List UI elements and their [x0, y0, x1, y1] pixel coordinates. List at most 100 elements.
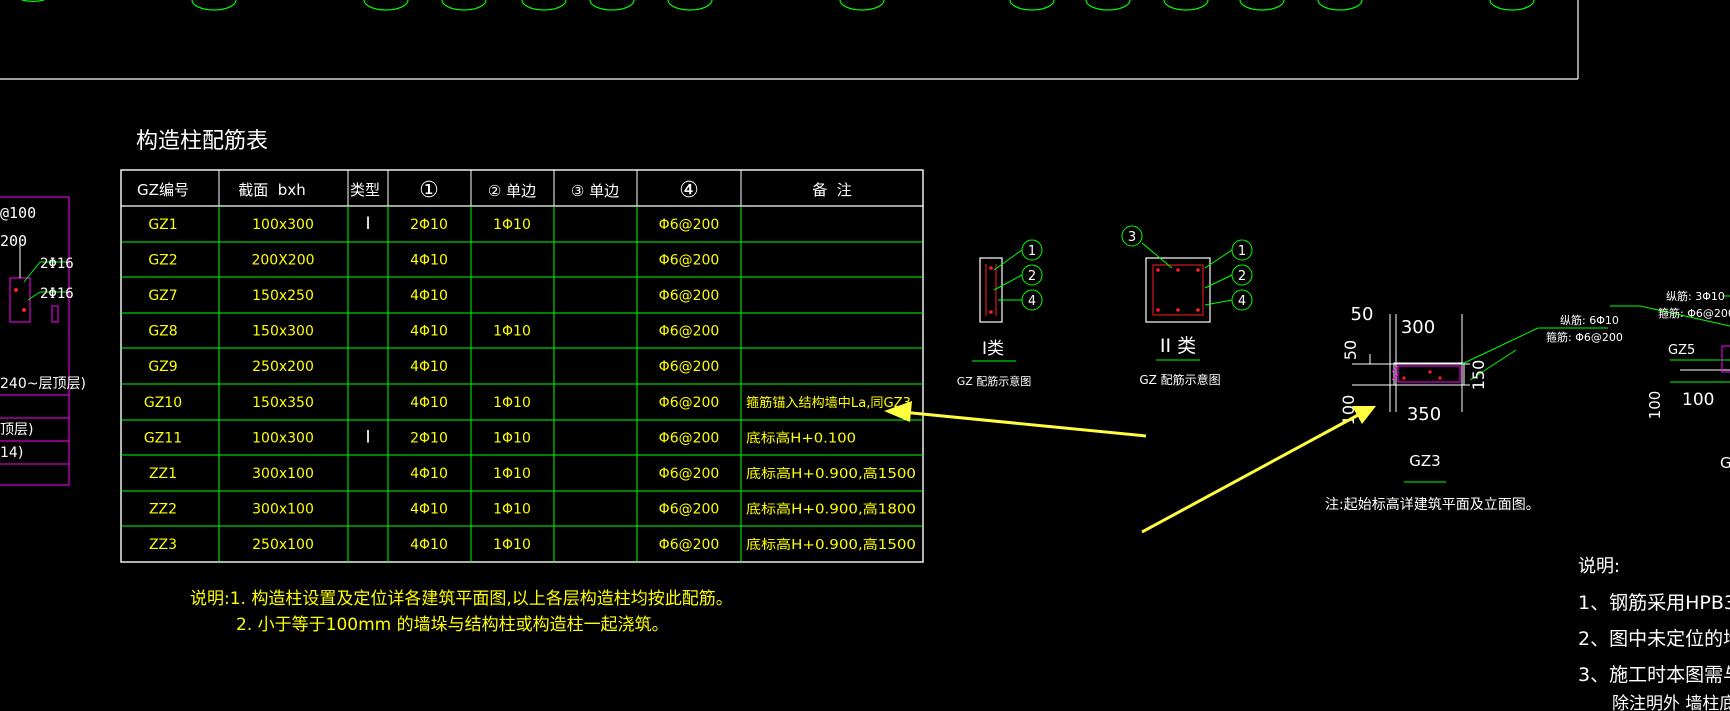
cell-section: 200X200	[251, 252, 314, 268]
cell-remark: 底标高H+0.900,高1800	[746, 502, 916, 518]
cell-rebar-1: 4Φ10	[410, 359, 448, 375]
cell-rebar-4: Φ6@200	[659, 359, 720, 375]
gz3-dim-50-top: 50	[1351, 304, 1374, 325]
cell-section: 100x300	[252, 217, 314, 233]
gz3-dim-300: 300	[1401, 317, 1435, 338]
cell-gz-no: GZ10	[144, 395, 182, 411]
rebar-table	[120, 169, 924, 563]
gz3-dim-50-left: 50	[1341, 340, 1360, 360]
cell-rebar-1: 2Φ10	[410, 217, 448, 233]
arrow-to-gz3	[1141, 412, 1361, 534]
cell-rebar-4: Φ6@200	[659, 502, 720, 518]
cell-rebar-1: 4Φ10	[410, 288, 448, 304]
table-note-1: 说明:1. 构造柱设置及定位详各建筑平面图,以上各层构造柱均按此配筋。	[190, 589, 733, 609]
cell-rebar-2: 1Φ10	[493, 430, 531, 446]
cell-rebar-4: Φ6@200	[659, 217, 720, 233]
cell-section: 300x100	[252, 502, 314, 518]
type2-label: II 类	[1160, 335, 1196, 357]
left-text-1: @100	[0, 204, 36, 222]
cell-gz-no: GZ7	[148, 288, 177, 304]
cell-remark: 底标高H+0.900,高1500	[746, 466, 916, 482]
cell-rebar-1: 4Φ10	[410, 324, 448, 340]
cell-remark: 箍筋锚入结构墙中La,同GZ3	[746, 395, 911, 411]
type2-callout-1: 1	[1238, 244, 1246, 259]
table-title: 构造柱配筋表	[136, 129, 268, 154]
header-rebar-3: ③ 单边	[571, 182, 619, 200]
header-rebar-2: ② 单边	[488, 182, 536, 200]
cell-rebar-2: 1Φ10	[493, 502, 531, 518]
left-text-5: 240~层顶层)	[0, 376, 86, 392]
cell-section: 150x350	[252, 395, 314, 411]
cell-rebar-1: 4Φ10	[410, 252, 448, 268]
cell-gz-no: ZZ2	[149, 502, 177, 518]
cell-gz-no: GZ2	[148, 252, 177, 268]
arrow-to-gz10-remark	[901, 410, 1147, 438]
gz3-dim-150: 150	[1469, 360, 1488, 391]
right-label-7: 100	[1682, 390, 1714, 410]
left-text-3: 2Φ16	[40, 256, 74, 272]
right-label-8: G	[1720, 454, 1730, 472]
type2-caption: GZ 配筋示意图	[1139, 372, 1220, 387]
header-section: 截面 bxh	[238, 181, 305, 199]
right-fragment: 纵筋: 3Φ10 纵筋: 6Φ10 箍筋: Φ6@200 箍筋: Φ6@200 …	[1546, 289, 1730, 711]
left-text-4: 2Φ16	[40, 286, 74, 302]
cell-rebar-4: Φ6@200	[659, 324, 720, 340]
right-notes-title: 说明:	[1578, 556, 1620, 577]
right-label-1: 纵筋: 3Φ10	[1666, 289, 1725, 303]
type2-callout-2: 2	[1238, 269, 1246, 284]
cell-type: I	[365, 427, 370, 447]
cell-rebar-1: 2Φ10	[410, 430, 448, 446]
cell-rebar-2: 1Φ10	[493, 466, 531, 482]
cell-rebar-1: 4Φ10	[410, 537, 448, 553]
gz3-label: GZ3	[1409, 452, 1440, 470]
right-label-4: 箍筋: Φ6@200	[1546, 330, 1623, 344]
header-rebar-4: ④	[679, 178, 699, 203]
right-note-2: 2、图中未定位的墙均为	[1578, 628, 1730, 650]
cell-section: 250x100	[252, 537, 314, 553]
right-label-6: 100	[1646, 391, 1664, 420]
cell-rebar-2: 1Φ10	[493, 537, 531, 553]
cell-gz-no: ZZ1	[149, 466, 177, 482]
header-gz-no: GZ编号	[137, 181, 189, 199]
cell-gz-no: GZ9	[148, 359, 177, 375]
type1-callout-2: 2	[1028, 269, 1036, 284]
left-text-6: 顶层)	[0, 422, 33, 438]
cell-section: 250x200	[252, 359, 314, 375]
right-note-4: 除注明外 墙柱底	[1612, 694, 1730, 711]
left-text-7: 14)	[0, 445, 23, 461]
left-fragment: @100 200 2Φ16 2Φ16 240~层顶层) 顶层) 14)	[0, 196, 86, 486]
cell-gz-no: ZZ3	[149, 537, 177, 553]
gz3-note: 注:起始标高详建筑平面及立面图。	[1325, 496, 1540, 513]
right-label-2: 纵筋: 6Φ10	[1560, 313, 1619, 327]
cell-section: 150x250	[252, 288, 314, 304]
cell-rebar-1: 4Φ10	[410, 502, 448, 518]
type1-diagram: 1 2 4 I类 GZ 配筋示意图	[957, 239, 1043, 388]
cell-rebar-4: Φ6@200	[659, 430, 720, 446]
cell-rebar-2: 1Φ10	[493, 395, 531, 411]
cell-remark: 底标高H+0.100	[746, 430, 856, 446]
table-note-2: 2. 小于等于100mm 的墙垛与结构柱或构造柱一起浇筑。	[236, 615, 669, 635]
type1-callout-4: 4	[1028, 294, 1036, 309]
cell-rebar-1: 4Φ10	[410, 466, 448, 482]
cell-section: 300x100	[252, 466, 314, 482]
left-text-2: 200	[0, 232, 27, 250]
header-type: 类型	[350, 181, 380, 199]
cell-rebar-2: 1Φ10	[493, 217, 531, 233]
type1-caption: GZ 配筋示意图	[957, 374, 1032, 388]
cell-rebar-4: Φ6@200	[659, 288, 720, 304]
arrow-head-left	[884, 401, 912, 422]
right-note-1: 1、钢筋采用HPB300(	[1578, 592, 1730, 614]
right-note-3: 3、施工时本图需与梁板	[1578, 664, 1730, 686]
cell-gz-no: GZ8	[148, 324, 177, 340]
cell-rebar-4: Φ6@200	[659, 537, 720, 553]
cell-type: I	[365, 214, 370, 234]
cell-rebar-2: 1Φ10	[493, 324, 531, 340]
gz3-dim-350: 350	[1407, 404, 1441, 425]
cell-rebar-4: Φ6@200	[659, 252, 720, 268]
cell-rebar-1: 4Φ10	[410, 395, 448, 411]
cell-rebar-4: Φ6@200	[659, 395, 720, 411]
right-label-5: GZ5	[1668, 343, 1695, 358]
type2-diagram: 3 1 2 4 II 类 GZ 配筋示意图	[1121, 225, 1253, 387]
